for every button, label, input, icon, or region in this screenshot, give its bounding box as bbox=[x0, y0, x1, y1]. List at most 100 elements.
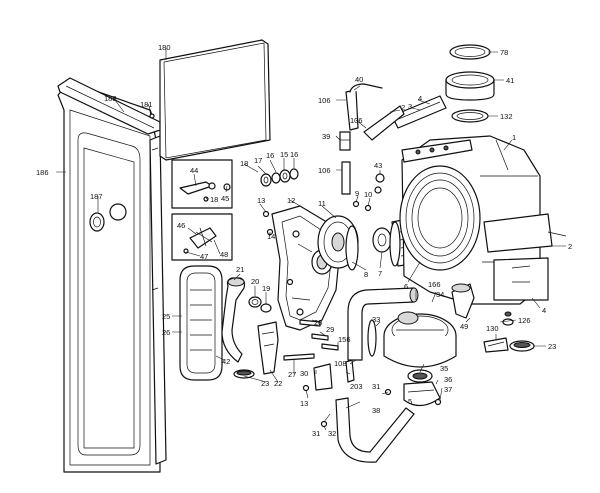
washer-17 bbox=[260, 173, 272, 187]
callout-10: 10 bbox=[364, 190, 372, 199]
callout-22: 22 bbox=[274, 379, 282, 388]
callout-132: 132 bbox=[500, 112, 513, 121]
seal-15 bbox=[279, 169, 291, 183]
flue-ring-78 bbox=[449, 44, 491, 60]
heat-exchanger-1 bbox=[399, 135, 553, 305]
gasket-25 bbox=[179, 265, 223, 381]
callout-4b: 4 bbox=[542, 306, 546, 315]
callout-14: 14 bbox=[267, 232, 275, 241]
callout-31a: 31 bbox=[372, 382, 380, 391]
callout-49: 49 bbox=[460, 322, 468, 331]
callout-46: 46 bbox=[177, 221, 185, 230]
callout-106a: 106 bbox=[318, 96, 331, 105]
bolt-27 bbox=[283, 353, 315, 361]
callout-180: 180 bbox=[158, 43, 171, 52]
pin-156 bbox=[321, 343, 339, 351]
callout-labels: 180 188 181 186 187 44 18 45 46 48 47 25… bbox=[36, 43, 572, 438]
sensor-43 bbox=[374, 173, 385, 194]
casing-front-edge bbox=[149, 135, 167, 465]
sensor-108 bbox=[345, 359, 355, 383]
seal-8 bbox=[345, 225, 359, 271]
callout-186: 186 bbox=[36, 168, 49, 177]
callout-21: 21 bbox=[236, 265, 244, 274]
callout-17: 17 bbox=[254, 156, 262, 165]
callout-7: 7 bbox=[378, 269, 382, 278]
callout-47: 47 bbox=[200, 252, 208, 261]
callout-31b: 31 bbox=[312, 429, 320, 438]
callout-16a: 16 bbox=[266, 151, 274, 160]
callout-3: 3 bbox=[408, 102, 412, 111]
panel-180 bbox=[159, 39, 271, 161]
callout-41: 41 bbox=[506, 76, 514, 85]
callout-27: 27 bbox=[288, 370, 296, 379]
callout-39: 39 bbox=[322, 132, 330, 141]
callout-6: 6 bbox=[404, 282, 408, 291]
bracket-30 bbox=[313, 363, 333, 391]
callout-13b: 13 bbox=[300, 399, 308, 408]
screw-13b bbox=[302, 384, 310, 392]
callout-25: 25 bbox=[162, 312, 170, 321]
flue-ring-132 bbox=[451, 109, 489, 123]
elbow-49 bbox=[451, 283, 475, 319]
callout-35: 35 bbox=[440, 364, 448, 373]
callout-1: 1 bbox=[512, 133, 516, 142]
screw-9 bbox=[352, 200, 360, 208]
fan-34 bbox=[383, 311, 457, 368]
callout-106c: 106 bbox=[318, 166, 331, 175]
screw-31 bbox=[320, 420, 328, 428]
detail-box-46 bbox=[171, 213, 233, 261]
callout-78: 78 bbox=[500, 48, 508, 57]
callout-9: 9 bbox=[355, 189, 359, 198]
sensor-39 bbox=[339, 131, 351, 151]
callout-30: 30 bbox=[300, 369, 308, 378]
clip-130 bbox=[483, 337, 509, 353]
grommet-187 bbox=[89, 212, 105, 232]
callout-106b: 106 bbox=[350, 116, 363, 125]
callout-8: 8 bbox=[364, 270, 368, 279]
pin-28 bbox=[299, 319, 321, 327]
callout-156: 156 bbox=[338, 335, 351, 344]
ring-23-right bbox=[509, 340, 535, 352]
callout-108: 108 bbox=[334, 359, 347, 368]
seal-16 bbox=[271, 172, 281, 184]
callout-16b: 16 bbox=[290, 150, 298, 159]
ring-20 bbox=[248, 296, 262, 308]
callout-29: 29 bbox=[326, 325, 334, 334]
connector-22 bbox=[257, 321, 279, 375]
callout-43: 43 bbox=[374, 161, 382, 170]
screw-181 bbox=[149, 113, 155, 119]
air-intake-38 bbox=[335, 397, 415, 463]
callout-4a: 4 bbox=[418, 94, 422, 103]
callout-13a: 13 bbox=[257, 196, 265, 205]
callout-130: 130 bbox=[486, 324, 499, 333]
seal-16b bbox=[289, 168, 299, 180]
pin-29 bbox=[311, 333, 329, 341]
flange-3 bbox=[391, 95, 447, 129]
callout-188: 188 bbox=[104, 94, 117, 103]
screw-37 bbox=[434, 398, 442, 406]
callout-44: 44 bbox=[190, 166, 198, 175]
washer-126b bbox=[504, 311, 512, 317]
casing-side-panel bbox=[57, 81, 161, 473]
hose-106 bbox=[363, 105, 405, 141]
detail-box-44 bbox=[171, 159, 233, 209]
flue-adapter-41 bbox=[445, 71, 495, 101]
callout-34: 34 bbox=[436, 290, 444, 299]
callout-18b: 18 bbox=[240, 159, 248, 168]
callout-18a: 18 bbox=[210, 195, 218, 204]
hose-40 bbox=[345, 83, 383, 131]
callout-42: 42 bbox=[222, 357, 230, 366]
callout-11: 11 bbox=[318, 199, 326, 208]
callout-166: 166 bbox=[428, 280, 441, 289]
screw-10 bbox=[364, 204, 372, 212]
callout-37: 37 bbox=[444, 385, 452, 394]
callout-23b: 23 bbox=[548, 342, 556, 351]
leader-lines bbox=[56, 48, 566, 431]
callout-28: 28 bbox=[314, 318, 322, 327]
callout-40: 40 bbox=[355, 75, 363, 84]
callout-45: 45 bbox=[221, 194, 229, 203]
ring-7 bbox=[372, 227, 392, 253]
callout-187: 187 bbox=[90, 192, 103, 201]
screw-13 bbox=[262, 210, 270, 218]
